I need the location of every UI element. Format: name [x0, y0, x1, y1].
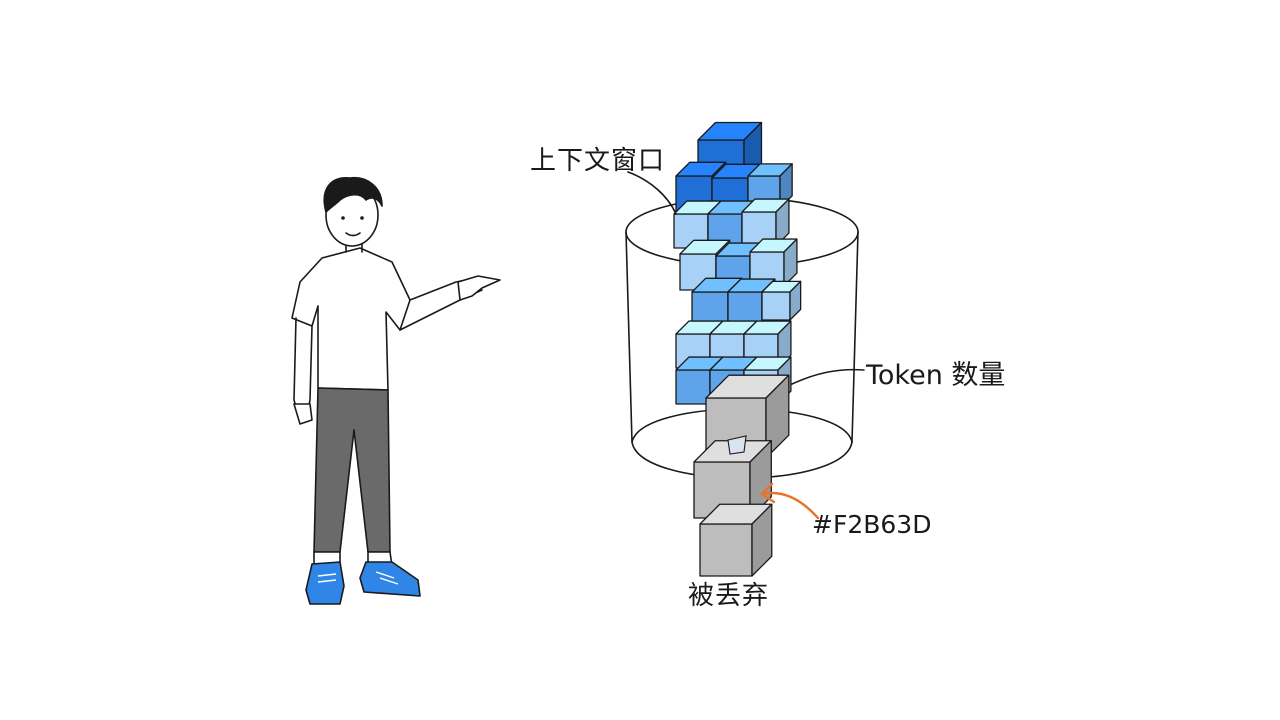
right-shoe: [359, 561, 421, 597]
token-cube: [761, 280, 802, 321]
context-window-label: 上下文窗口: [530, 146, 666, 176]
context-window-leader: [627, 171, 677, 215]
token-count-label: Token 数量: [866, 360, 1006, 391]
leader-lines: [627, 171, 865, 520]
token-count-leader: [791, 368, 865, 385]
discarded-label: 被丢弃: [688, 581, 770, 611]
falling-shard: [727, 435, 747, 455]
token-cube: [741, 198, 790, 247]
token-cube: [749, 238, 798, 287]
orange-arrow: [760, 491, 820, 520]
token-cube-stack: [673, 121, 802, 577]
left-shoe: [305, 561, 345, 605]
token-cube: [699, 503, 773, 577]
color-code-label: #F2B63D: [812, 510, 932, 539]
person-pointing: [291, 177, 501, 605]
